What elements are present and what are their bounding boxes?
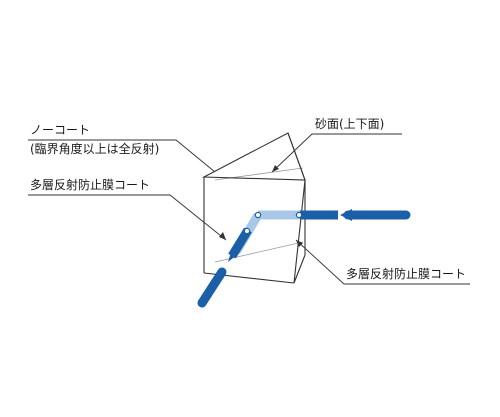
prism-top-face: [201, 132, 306, 181]
label-ground-surface: 砂面(上下面): [315, 117, 384, 131]
leader-ar-coat-right: [295, 239, 470, 285]
prism-back-right-top-edge: [287, 132, 306, 181]
leader-ar-coat-right-arrowhead: [296, 240, 303, 247]
leader-ground-surface-arrowhead: [272, 165, 279, 172]
label-ar-coat-left: 多層反射防止膜コート: [30, 177, 150, 192]
leader-ar-coat-left-arrowhead: [219, 232, 226, 240]
interface-marker-reflection: [254, 211, 262, 219]
interface-marker-entry: [295, 211, 303, 219]
prism-front-right-edge: [293, 179, 306, 284]
leader-ground-surface: [271, 133, 402, 173]
leader-ar-coat-left: [28, 194, 227, 241]
label-no-coat-note: (臨界角度以上は全反射): [30, 141, 159, 156]
interface-marker-internal: [243, 227, 251, 235]
leader-no-coat: [28, 139, 216, 173]
prism-hidden-bottom-edge: [214, 241, 304, 263]
beam-incoming-arrowhead: [340, 209, 352, 221]
beam-reflected-arrowhead: [228, 249, 238, 262]
label-no-coat: ノーコート: [30, 123, 90, 137]
prism-bottom-right-edge: [293, 254, 306, 284]
label-ar-coat-right: 多層反射防止膜コート: [346, 266, 466, 281]
beam-exit: [197, 267, 227, 308]
